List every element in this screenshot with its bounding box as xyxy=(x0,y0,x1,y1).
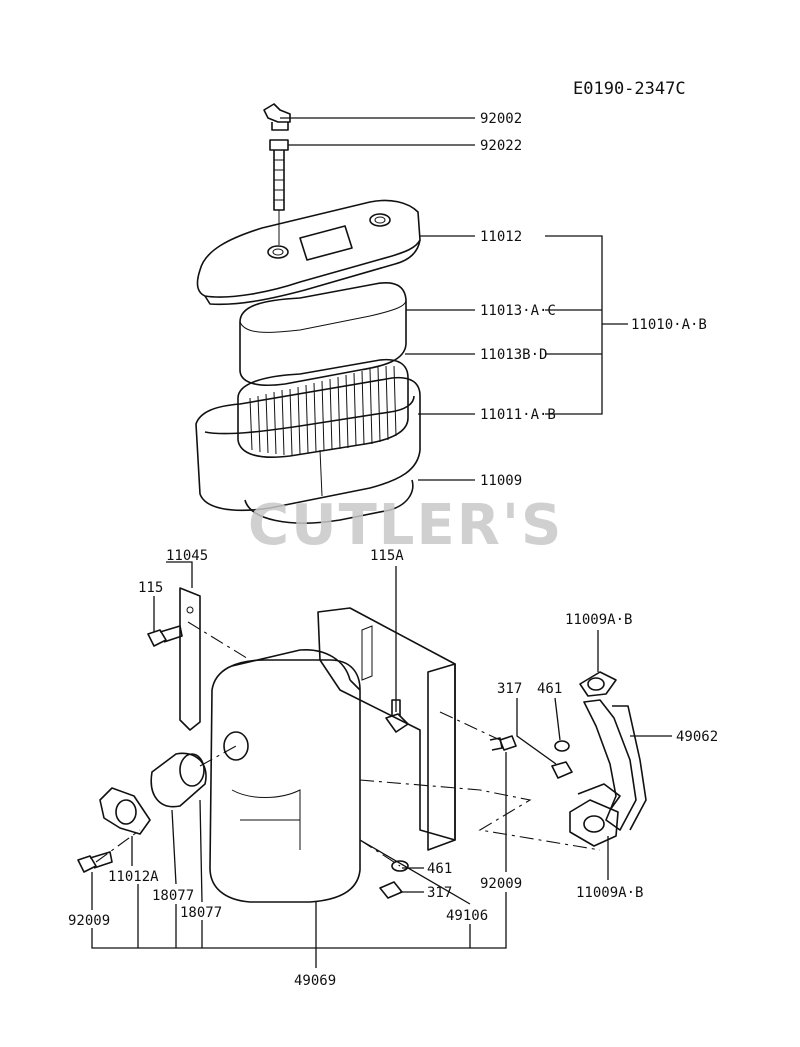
label-49062: 49062 xyxy=(676,729,718,745)
label-49106: 49106 xyxy=(446,908,488,924)
label-92009-right: 92009 xyxy=(480,876,522,892)
label-11012: 11012 xyxy=(480,229,522,245)
label-92009-left: 92009 xyxy=(68,913,110,929)
label-49069: 49069 xyxy=(294,973,336,989)
diagram-id: E0190-2347C xyxy=(573,79,686,99)
label-11045: 11045 xyxy=(166,548,208,564)
label-461-top: 461 xyxy=(537,681,562,697)
label-18077-a: 18077 xyxy=(152,888,194,904)
bolt-92009-left-drawing xyxy=(77,851,113,873)
air-cleaner-assembly xyxy=(195,103,421,524)
label-11009A-B-top: 11009A·B xyxy=(565,612,632,628)
bolt-115-drawing xyxy=(147,625,183,647)
exhaust-gasket-drawing xyxy=(150,752,207,808)
label-11010-a-b: 11010·A·B xyxy=(631,317,707,333)
label-18077-b: 18077 xyxy=(180,905,222,921)
element-drawing xyxy=(237,358,409,459)
wing-nut-drawing xyxy=(263,103,291,131)
label-317-bottom: 317 xyxy=(427,885,452,901)
label-11009A-B-bottom: 11009A·B xyxy=(576,885,643,901)
exhaust-pipe-drawing xyxy=(569,671,647,847)
nut-washer-top-drawing xyxy=(551,740,573,779)
label-92002: 92002 xyxy=(480,111,522,127)
label-115: 115 xyxy=(138,580,163,596)
part-labels: 92002 92022 11012 11013·A·C 11010·A·B 11… xyxy=(68,111,718,989)
bolt-92009-right-drawing xyxy=(489,735,517,751)
muffler-assembly xyxy=(77,587,647,903)
label-461-bottom: 461 xyxy=(427,861,452,877)
label-92022: 92022 xyxy=(480,138,522,154)
label-11009: 11009 xyxy=(480,473,522,489)
label-317-top: 317 xyxy=(497,681,522,697)
muffler-body-drawing xyxy=(209,649,361,903)
heat-shield-drawing xyxy=(317,607,456,851)
label-11013b-d: 11013B·D xyxy=(480,347,547,363)
pre-cleaner-drawing xyxy=(239,282,407,386)
label-11011-a-b: 11011·A·B xyxy=(480,407,556,423)
label-115A: 115A xyxy=(370,548,404,564)
stud-bolt-drawing xyxy=(269,139,289,245)
cover-drawing xyxy=(196,199,421,306)
watermark: CUTLER'S xyxy=(248,493,563,558)
base-drawing xyxy=(195,376,421,524)
label-11013-a-c: 11013·A·C xyxy=(480,303,556,319)
bolt-115A-drawing xyxy=(385,699,409,733)
leader-lines xyxy=(91,117,672,968)
bracket-drawing xyxy=(179,587,201,731)
label-11012A: 11012A xyxy=(108,869,159,885)
gasket-drawing xyxy=(99,787,151,835)
